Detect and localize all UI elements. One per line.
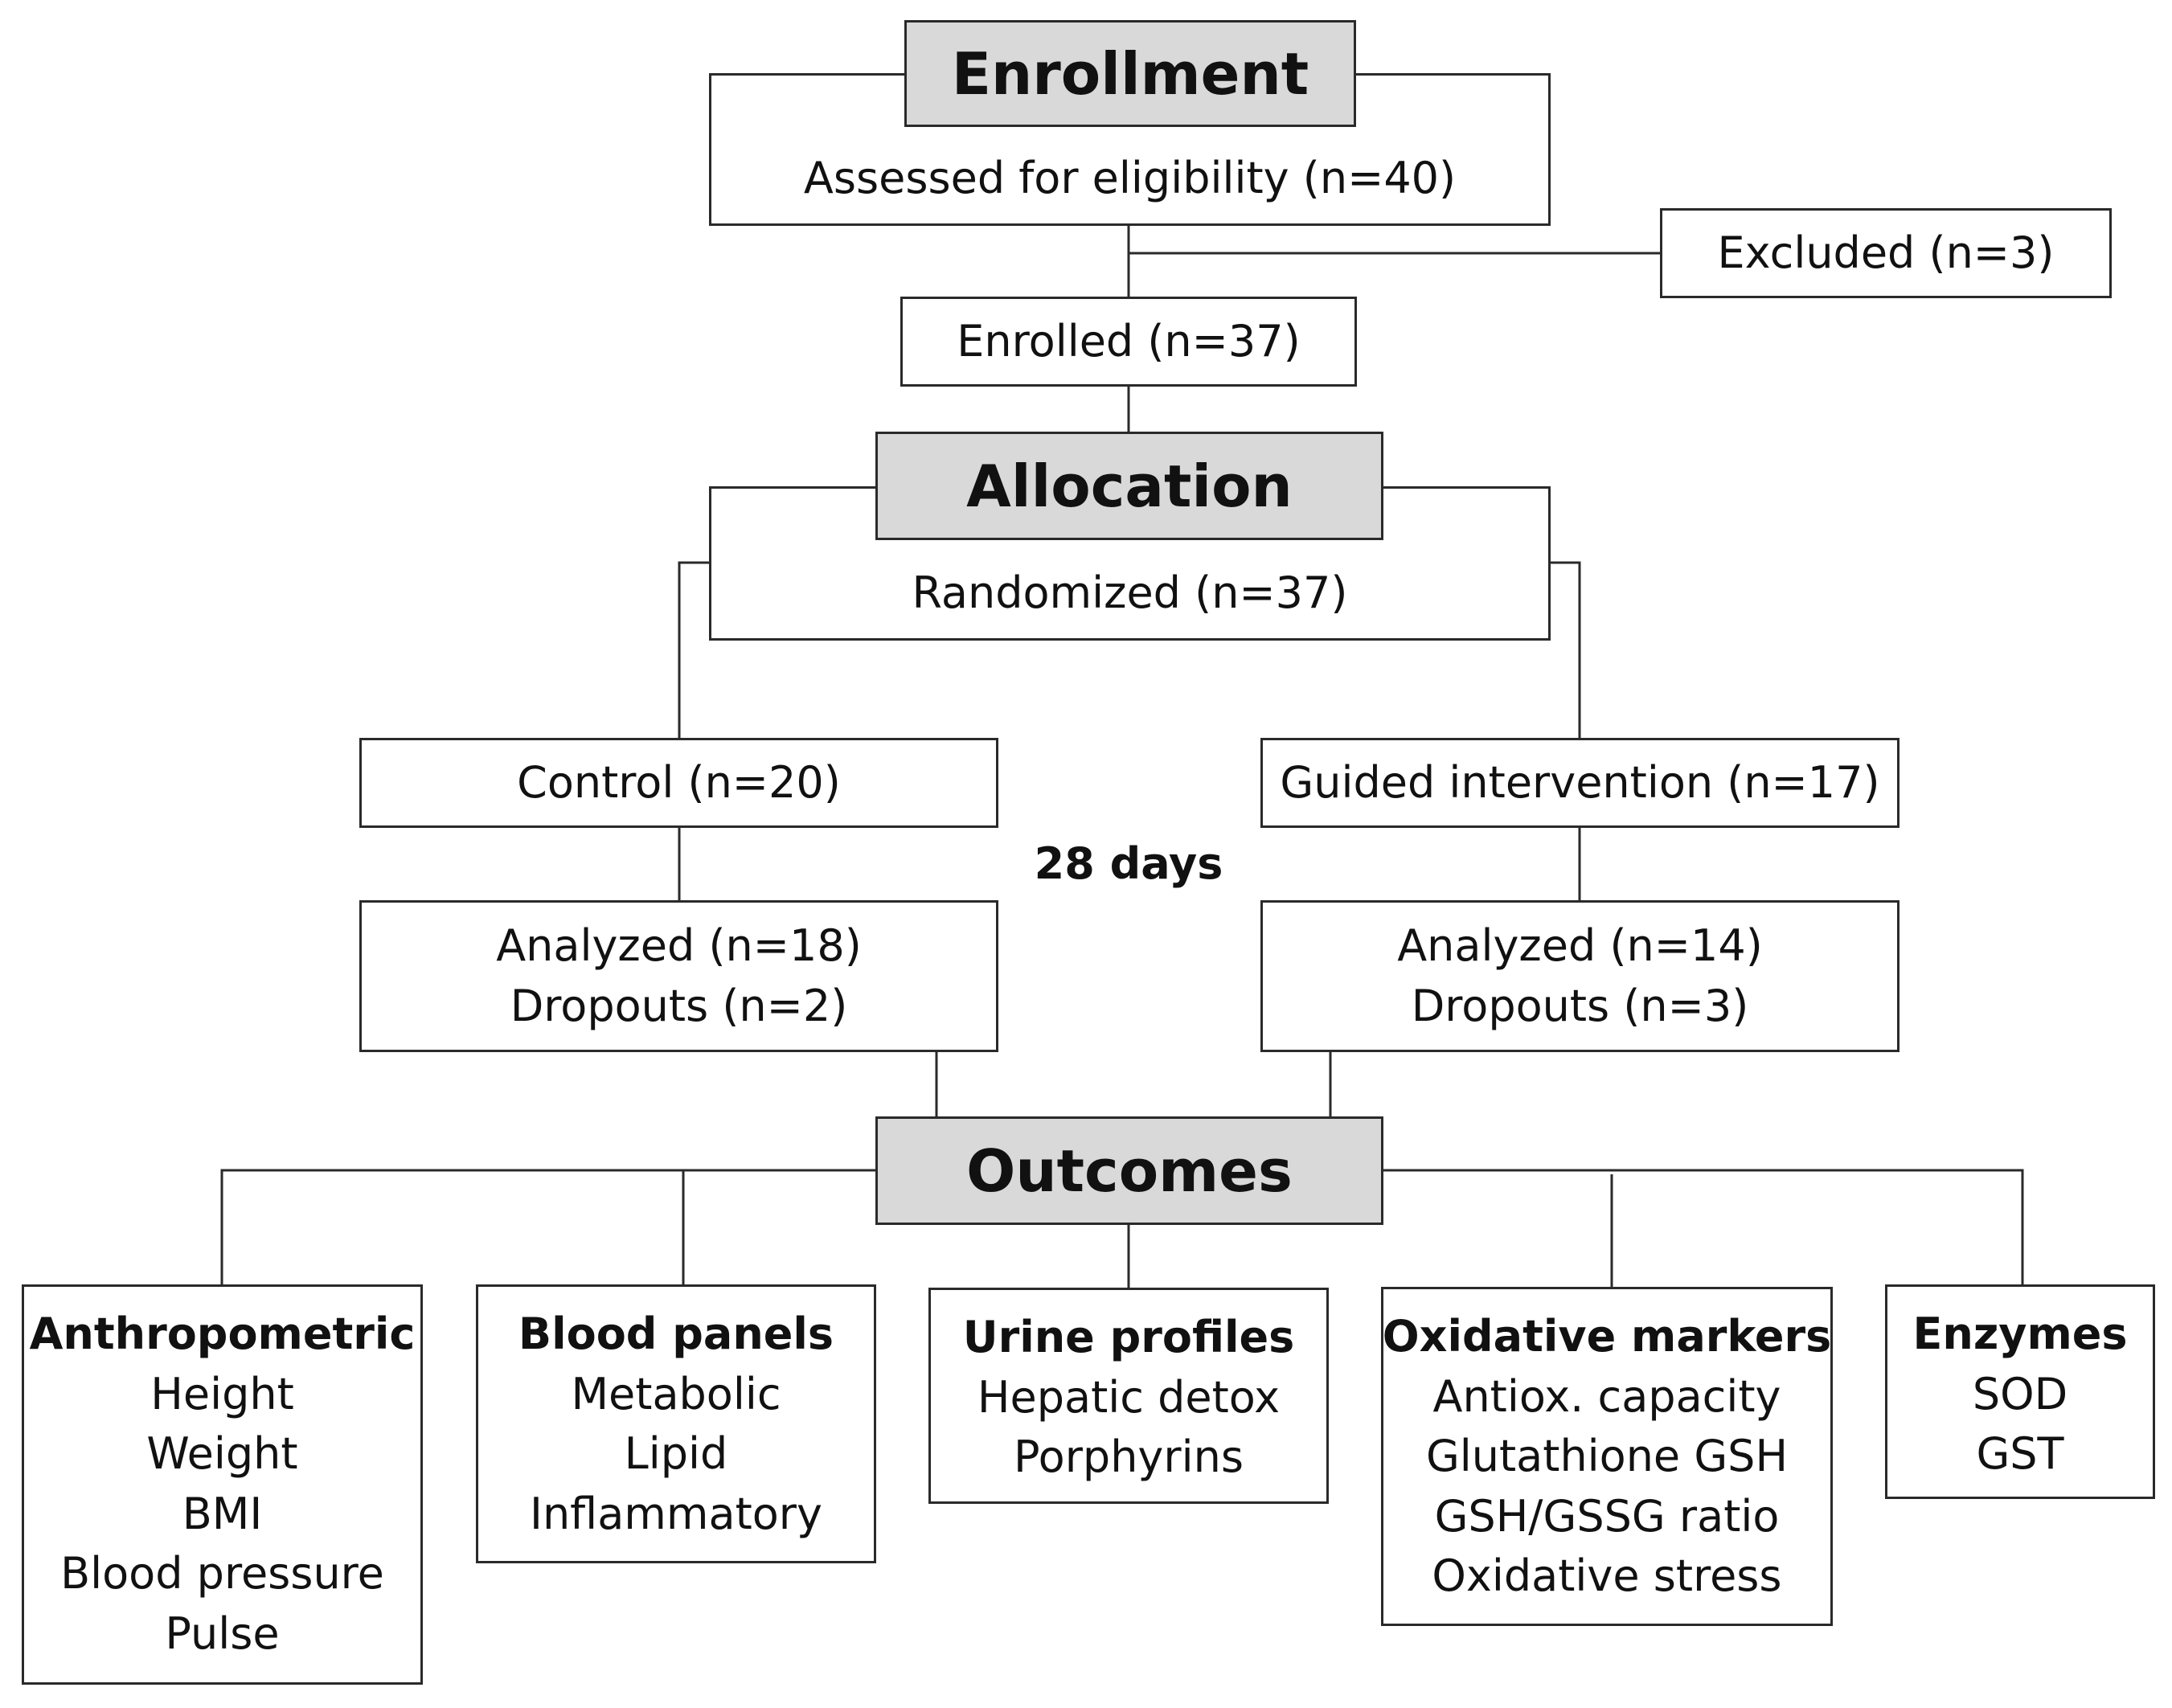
intervention-analyzed-text: Analyzed (n=14) xyxy=(1397,920,1763,971)
outcome-title: Urine profiles xyxy=(962,1312,1295,1362)
outcome-item: Inflammatory xyxy=(530,1488,822,1539)
outcome-item: Antiox. capacity xyxy=(1432,1370,1781,1422)
outcome-box-anthropometric: Anthropometric Height Weight BMI Blood p… xyxy=(22,1284,423,1685)
enrolled-box: Enrolled (n=37) xyxy=(900,297,1357,387)
outcome-item: Glutathione GSH xyxy=(1425,1431,1789,1482)
outcome-title: Oxidative markers xyxy=(1382,1311,1832,1362)
outcomes-header-text: Outcomes xyxy=(966,1137,1293,1205)
outcome-title: Enzymes xyxy=(1912,1309,2128,1359)
outcome-item: SOD xyxy=(1972,1368,2068,1419)
outcome-item: Porphyrins xyxy=(1014,1432,1244,1483)
excluded-text: Excluded (n=3) xyxy=(1717,227,2055,278)
control-dropouts-text: Dropouts (n=2) xyxy=(510,980,848,1031)
control-text: Control (n=20) xyxy=(517,756,841,808)
outcomes-header: Outcomes xyxy=(875,1116,1383,1225)
outcome-item: Hepatic detox xyxy=(977,1371,1281,1423)
outcome-item: Blood pressure xyxy=(60,1548,384,1599)
allocation-header-text: Allocation xyxy=(966,452,1293,520)
outcome-item: Lipid xyxy=(624,1428,728,1480)
intervention-dropouts-text: Dropouts (n=3) xyxy=(1411,980,1749,1031)
enrollment-header-text: Enrollment xyxy=(951,39,1309,108)
outcome-item: BMI xyxy=(182,1488,263,1539)
control-analyzed-box: Analyzed (n=18) Dropouts (n=2) xyxy=(359,900,998,1052)
outcome-item: GST xyxy=(1976,1428,2064,1480)
intervention-box: Guided intervention (n=17) xyxy=(1260,738,1899,828)
assessed-eligibility-text: Assessed for eligibility (n=40) xyxy=(803,153,1457,204)
outcome-item: Metabolic xyxy=(571,1368,781,1419)
outcome-item: Weight xyxy=(146,1428,298,1480)
intervention-analyzed-box: Analyzed (n=14) Dropouts (n=3) xyxy=(1260,900,1899,1052)
outcome-title: Anthropometric xyxy=(29,1309,416,1359)
outcome-title: Blood panels xyxy=(518,1309,834,1359)
outcome-box-blood-panels: Blood panels Metabolic Lipid Inflammator… xyxy=(476,1284,876,1563)
duration-label: 28 days xyxy=(1034,838,1223,889)
intervention-text: Guided intervention (n=17) xyxy=(1280,756,1880,808)
control-analyzed-text: Analyzed (n=18) xyxy=(496,920,862,971)
randomized-text: Randomized (n=37) xyxy=(912,567,1348,619)
outcome-item: Oxidative stress xyxy=(1432,1550,1782,1602)
excluded-box: Excluded (n=3) xyxy=(1660,208,2112,298)
outcome-box-enzymes: Enzymes SOD GST xyxy=(1885,1284,2155,1499)
outcome-box-oxidative-markers: Oxidative markers Antiox. capacity Gluta… xyxy=(1381,1287,1833,1626)
outcome-box-urine-profiles: Urine profiles Hepatic detox Porphyrins xyxy=(928,1288,1329,1504)
control-box: Control (n=20) xyxy=(359,738,998,828)
enrolled-text: Enrolled (n=37) xyxy=(957,315,1301,367)
outcome-item: GSH/GSSG ratio xyxy=(1434,1490,1780,1542)
outcome-item: Height xyxy=(150,1368,294,1419)
allocation-header: Allocation xyxy=(875,432,1383,540)
enrollment-header: Enrollment xyxy=(904,20,1356,127)
outcome-item: Pulse xyxy=(165,1608,280,1659)
